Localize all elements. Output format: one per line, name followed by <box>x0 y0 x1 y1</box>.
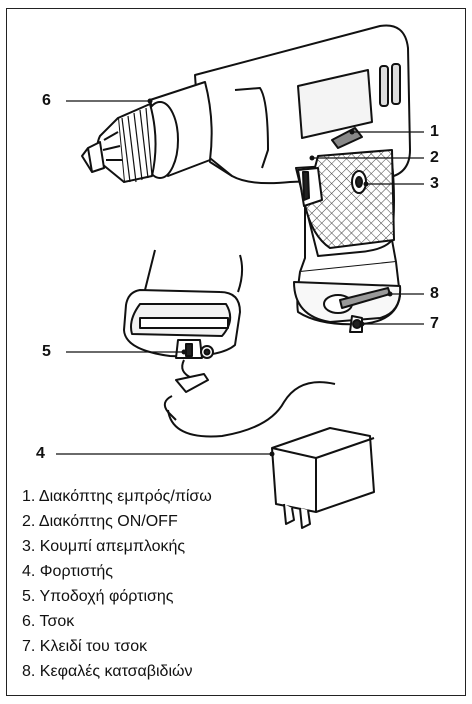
callout-8: 8 <box>430 285 439 302</box>
callout-2: 2 <box>430 149 439 166</box>
legend-item: 6. Τσοκ <box>22 613 75 630</box>
callout-4: 4 <box>36 445 45 462</box>
callout-7: 7 <box>430 315 439 332</box>
callout-1: 1 <box>430 123 439 140</box>
charger <box>163 359 375 529</box>
legend-item: 8. Κεφαλές κατσαβιδιών <box>22 663 193 680</box>
drill-illustration <box>81 24 411 333</box>
legend-item: 4. Φορτιστής <box>22 563 114 580</box>
legend-item: 2. Διακόπτης ON/OFF <box>22 513 178 530</box>
figure-frame <box>6 8 466 696</box>
leader-lines <box>56 100 424 455</box>
callout-5: 5 <box>42 343 51 360</box>
callout-6: 6 <box>42 92 51 109</box>
legend-item: 5. Υποδοχή φόρτισης <box>22 588 174 605</box>
legend-item: 1. Διακόπτης εμπρός/πίσω <box>22 488 212 505</box>
legend-item: 3. Κουμπί απεμπλοκής <box>22 538 186 555</box>
legend-item: 7. Κλειδί του τσοκ <box>22 638 148 655</box>
callout-3: 3 <box>430 175 439 192</box>
parts-legend: 1. Διακόπτης εμπρός/πίσω 2. Διακόπτης ON… <box>22 484 212 684</box>
charging-dock <box>123 249 244 359</box>
